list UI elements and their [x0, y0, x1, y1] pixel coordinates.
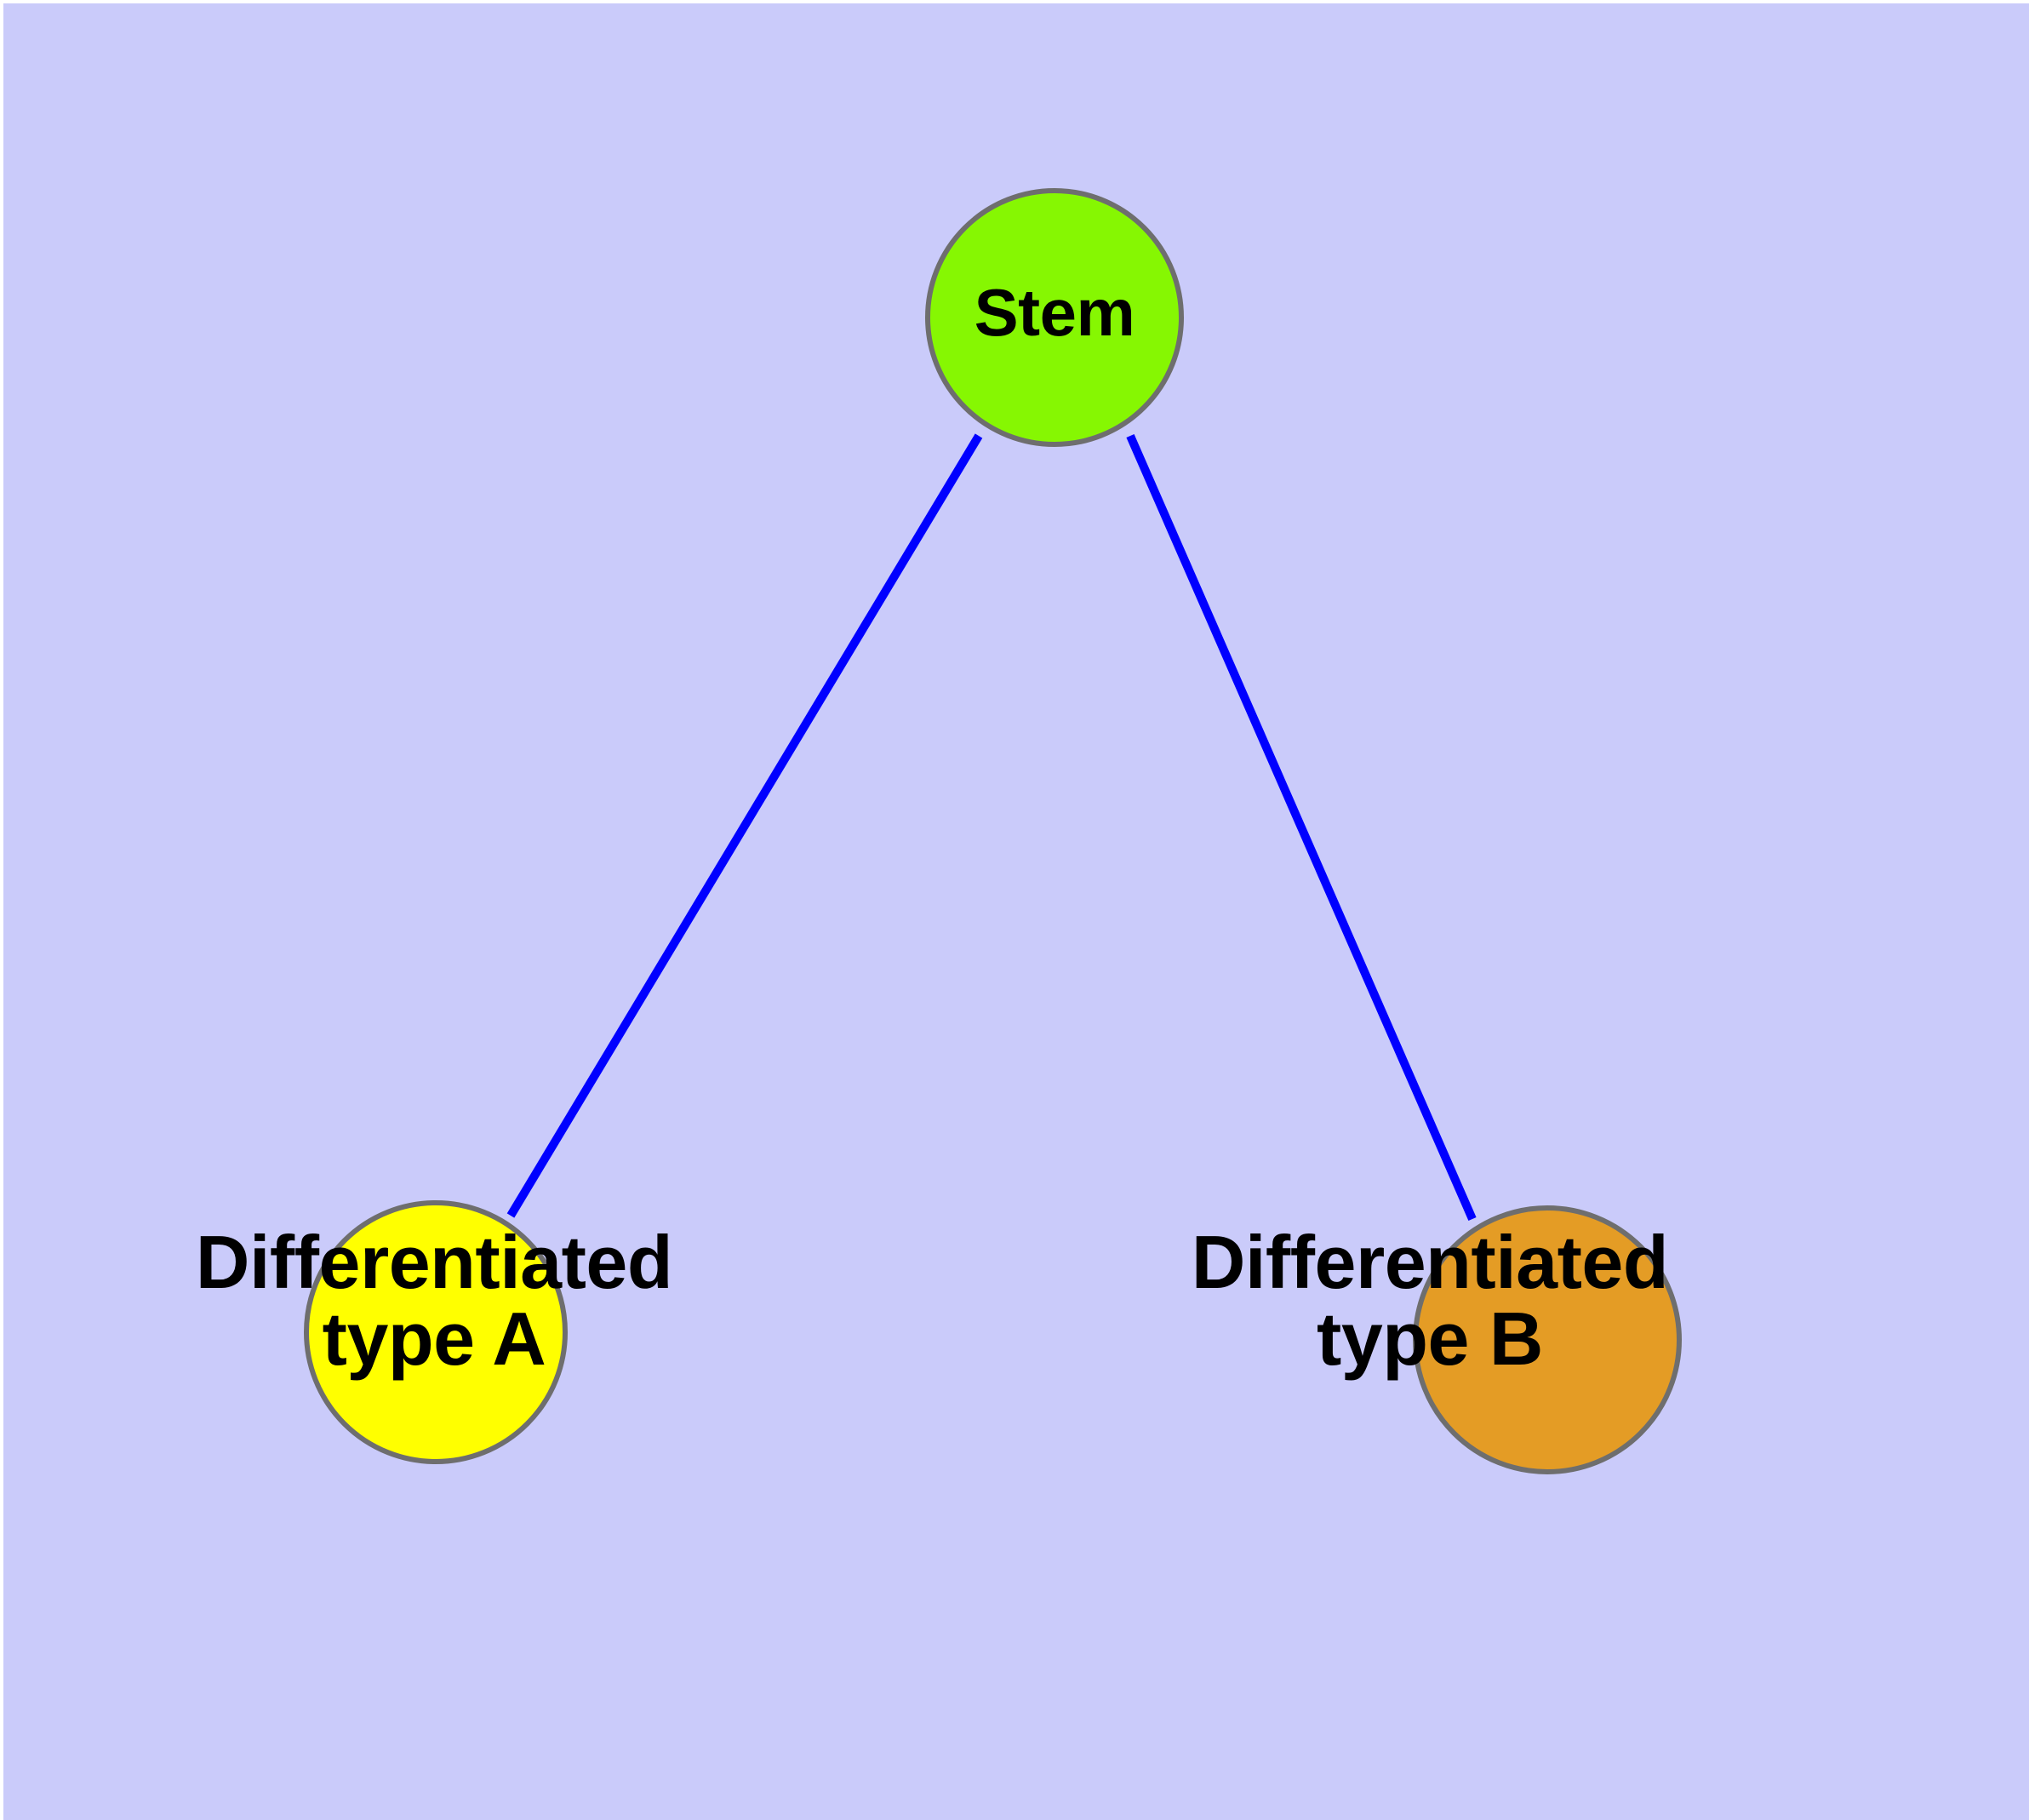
edge-stem-to-differentiated-type-a [506, 433, 983, 1218]
node-layer [304, 188, 1682, 1474]
node-differentiated-type-a[interactable] [304, 1200, 568, 1464]
edge-layer [506, 433, 1477, 1222]
edge-stem-to-differentiated-type-b [1126, 433, 1477, 1222]
node-stem[interactable] [925, 188, 1184, 447]
node-differentiated-type-b[interactable] [1413, 1205, 1682, 1474]
